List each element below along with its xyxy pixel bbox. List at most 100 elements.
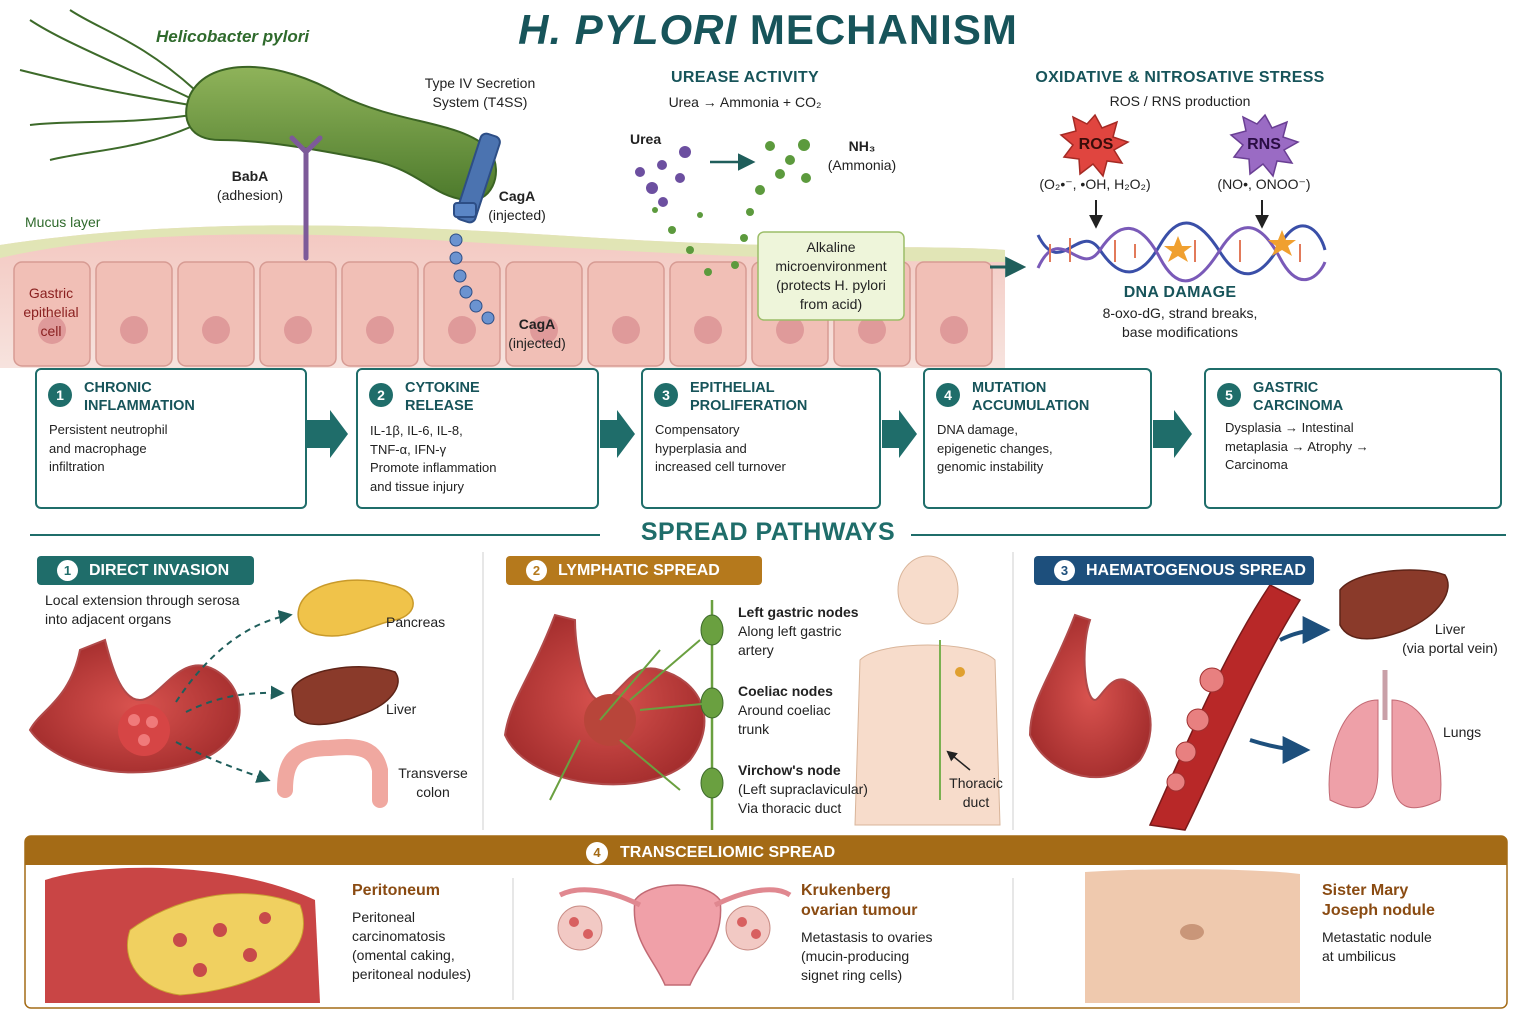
baba-adhesin <box>289 135 323 261</box>
title-rest: MECHANISM <box>737 6 1018 53</box>
thoracic-line-2: duct <box>962 794 990 810</box>
liver-haem-label: Liver (via portal vein) <box>1395 620 1505 658</box>
step-heading-line-1: CHRONIC <box>84 380 152 396</box>
dna-damage-heading: DNA DAMAGE <box>1123 284 1237 301</box>
step-heading-line-1: MUTATION <box>972 380 1047 396</box>
pill-label: LYMPHATIC SPREAD <box>558 562 720 579</box>
step-heading-line-2: INFLAMMATION <box>84 398 195 414</box>
step-number: 4 <box>936 383 960 407</box>
colon-line-2: colon <box>416 784 450 800</box>
step-heading-line-2: RELEASE <box>405 398 474 414</box>
step-chronic-inflammation: 1 CHRONIC INFLAMMATION Persistent neutrop… <box>35 368 307 509</box>
step-text-line-2: epigenetic changes, <box>937 440 1053 456</box>
alkaline-box <box>757 231 905 321</box>
baba-label: BabA (adhesion) <box>200 167 300 205</box>
step-text-line-3: Carcinoma <box>1225 457 1288 472</box>
liver-direct-label: Liver <box>386 701 417 717</box>
gastric-cell-line-3: cell <box>40 323 62 339</box>
step-text-line-2: TNF-α, IFN-γ <box>370 441 447 457</box>
baba-name: BabA <box>231 168 269 184</box>
human-torso-icon <box>854 555 1001 826</box>
pancreas-label: Pancreas <box>386 614 446 630</box>
peritoneum-desc-line-3: (omental caking, <box>352 947 455 963</box>
urea-label: Urea <box>630 131 662 147</box>
step-text: DNA damage,epigenetic changes,genomic in… <box>937 421 1053 477</box>
ammonia-molecules <box>652 139 811 276</box>
ammonia-label: NH₃ (Ammonia) <box>822 137 902 175</box>
mucus-label: Mucus layer <box>25 214 101 230</box>
virchow-name: Virchow's node <box>738 762 841 778</box>
t4ss-line-2: System (T4SS) <box>432 94 528 110</box>
abdomen-icon <box>1085 869 1300 1003</box>
dna-desc-line-2: base modifications <box>1122 324 1238 340</box>
nh3-label: NH₃ <box>848 138 876 154</box>
step-text-line-3: Promote inflammation <box>370 460 497 475</box>
direct-invasion-pill: 1 DIRECT INVASION <box>37 556 254 585</box>
step-number: 1 <box>48 383 72 407</box>
stomach-direct-icon <box>28 638 241 774</box>
pill-number: 2 <box>526 560 547 581</box>
step-arrows <box>307 410 1192 458</box>
spread-heading: SPREAD PATHWAYS <box>0 518 1536 547</box>
lymphatic-spread-pill: 2 LYMPHATIC SPREAD <box>506 556 762 585</box>
step-heading-line-2: PROLIFERATION <box>690 398 808 414</box>
t4ss-label: Type IV Secretion System (T4SS) <box>405 74 555 112</box>
haematogenous-spread-pill: 3 HAEMATOGENOUS SPREAD <box>1034 556 1314 585</box>
step-text-line-3: infiltration <box>49 459 105 474</box>
step-text-line-2: metaplasia → Atrophy → <box>1225 438 1369 454</box>
step-heading-line-2: CARCINOMA <box>1253 398 1344 414</box>
step-heading: CHRONIC INFLAMMATION <box>84 379 195 415</box>
bacterium-label: Helicobacter pylori <box>156 27 310 46</box>
ammonia-name: (Ammonia) <box>827 157 897 173</box>
liver-haem-name: Liver <box>1434 621 1466 637</box>
alkaline-line-1: Alkaline <box>806 239 856 255</box>
baba-role: (adhesion) <box>216 187 284 203</box>
t4ss-needle <box>449 132 501 325</box>
thoracic-duct-label: Thoracic duct <box>940 774 1012 812</box>
liver-haem-icon <box>1339 569 1449 640</box>
left-gastric-label: Left gastric nodes Along left gastric ar… <box>738 603 859 660</box>
colon-label: Transverse colon <box>393 764 473 802</box>
peritoneum-desc-line-2: carcinomatosis <box>352 928 446 944</box>
pancreas-icon <box>297 579 414 637</box>
dna-damage-desc: 8-oxo-dG, strand breaks, base modificati… <box>1060 304 1300 342</box>
caga-top-role: (injected) <box>488 207 546 223</box>
rns-species: (NO•, ONOO⁻) <box>1217 176 1311 192</box>
transcoelomic-number: 4 <box>586 842 608 864</box>
krukenberg-text: Krukenberg ovarian tumour Metastasis to … <box>801 881 933 985</box>
gastric-cell-line-2: epithelial <box>23 304 79 320</box>
t4ss-line-1: Type IV Secretion <box>424 75 536 91</box>
stomach-haem-icon <box>1028 613 1152 779</box>
caga-bottom-role: (injected) <box>508 335 566 351</box>
rns-label: RNS <box>1247 136 1281 153</box>
direct-desc: Local extension through serosa into adja… <box>45 591 240 629</box>
coeliac-desc-1: Around coeliac <box>738 702 831 718</box>
sister-mary-text: Sister Mary Joseph nodule Metastatic nod… <box>1322 881 1435 966</box>
sister-mary-desc-line-1: Metastatic nodule <box>1322 929 1432 945</box>
dna-desc-line-1: 8-oxo-dG, strand breaks, <box>1102 305 1258 321</box>
virchow-desc-1: (Left supraclavicular) <box>738 781 868 797</box>
direct-desc-line-2: into adjacent organs <box>45 611 172 627</box>
step-text-line-1: IL-1β, IL-6, IL-8, <box>370 423 463 438</box>
caga-bottom-name: CagA <box>518 316 556 332</box>
sister-mary-title: Sister Mary Joseph nodule <box>1322 881 1435 921</box>
step-text-line-3: increased cell turnover <box>655 459 786 474</box>
left-gastric-desc-2: artery <box>738 642 774 658</box>
pill-label: DIRECT INVASION <box>89 562 230 579</box>
gastric-cell-line-1: Gastric <box>28 285 74 301</box>
title-emphasis: H. PYLORI <box>518 6 738 53</box>
liver-direct-icon <box>291 666 399 726</box>
sister-mary-title-line-1: Sister Mary <box>1322 882 1409 899</box>
urease-equation: Urea → Ammonia + CO₂ <box>668 94 822 110</box>
sister-mary-desc-line-2: at umbilicus <box>1322 948 1396 964</box>
lymph-nodes <box>549 600 724 830</box>
page-title: H. PYLORI MECHANISM <box>0 6 1536 54</box>
colon-line-1: Transverse <box>398 765 468 781</box>
pill-number: 3 <box>1054 560 1075 581</box>
stomach-lymph-icon <box>503 613 706 786</box>
